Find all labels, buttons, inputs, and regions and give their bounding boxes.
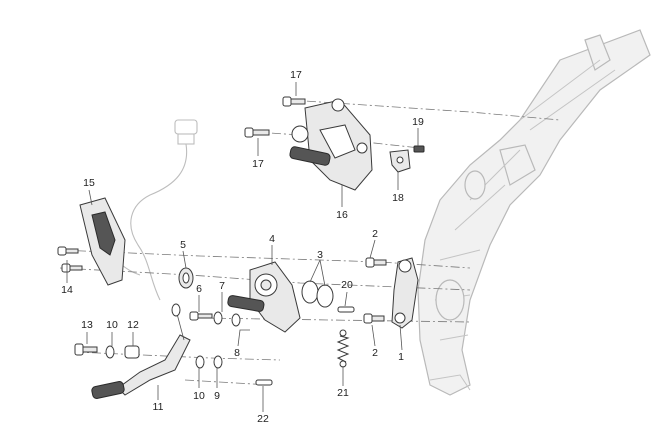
callout-8: 8 — [234, 347, 240, 359]
bolt-2-lower — [363, 313, 385, 324]
leader-lines — [66, 82, 419, 412]
bolt-2-upper — [365, 257, 387, 268]
callout-13: 13 — [81, 319, 93, 331]
callout-1: 1 — [398, 351, 404, 363]
callout-12: 12 — [127, 319, 139, 331]
callout-5: 5 — [180, 239, 186, 251]
callout-15: 15 — [83, 177, 95, 189]
washer-7 — [213, 311, 223, 325]
bolt-19 — [413, 145, 425, 153]
callout-4: 4 — [269, 233, 275, 245]
callout-2-upper: 2 — [372, 228, 378, 240]
callout-21: 21 — [337, 387, 349, 399]
bolt-14-upper — [57, 246, 79, 256]
footpeg-bracket — [289, 98, 373, 191]
lever-arm-1 — [391, 257, 419, 329]
callout-20: 20 — [341, 279, 353, 291]
bolt-14-lower — [61, 263, 83, 273]
washer-10-right — [195, 355, 205, 369]
bushing-5 — [178, 267, 194, 289]
bolt-17-lower — [244, 127, 270, 138]
callout-19: 19 — [412, 116, 424, 128]
callouts: 1 2 2 3 4 5 6 7 8 9 10 10 11 12 13 14 15… — [61, 69, 424, 425]
callout-18: 18 — [392, 192, 404, 204]
callout-16: 16 — [336, 209, 348, 221]
callout-10-right: 10 — [193, 390, 205, 402]
pin-20 — [337, 306, 355, 313]
bolt-13 — [74, 343, 98, 356]
callout-22: 22 — [257, 413, 269, 425]
callout-6: 6 — [196, 283, 202, 295]
callout-2-lower: 2 — [372, 347, 378, 359]
washer-9 — [213, 355, 223, 369]
callout-17-lower: 17 — [252, 158, 264, 170]
washer-10-left — [105, 345, 115, 359]
seal-rings-3 — [301, 280, 334, 308]
callout-17-upper: 17 — [290, 69, 302, 81]
footpeg-mount-4 — [227, 261, 301, 333]
heel-guard — [79, 197, 126, 286]
washer-8 — [231, 313, 241, 327]
bolt-17-upper — [282, 96, 306, 107]
motorcycle-frame — [417, 29, 651, 396]
bushing-12 — [124, 345, 140, 359]
pin-22 — [255, 379, 273, 386]
callout-14: 14 — [61, 284, 73, 296]
callout-10-left: 10 — [106, 319, 118, 331]
spring-21 — [336, 329, 350, 368]
callout-9: 9 — [214, 390, 220, 402]
pin-6 — [189, 311, 213, 321]
bracket-18 — [389, 149, 411, 173]
callout-11: 11 — [153, 401, 164, 413]
callout-7: 7 — [219, 280, 225, 292]
callout-3: 3 — [317, 249, 323, 261]
shift-lever-11 — [91, 303, 191, 399]
